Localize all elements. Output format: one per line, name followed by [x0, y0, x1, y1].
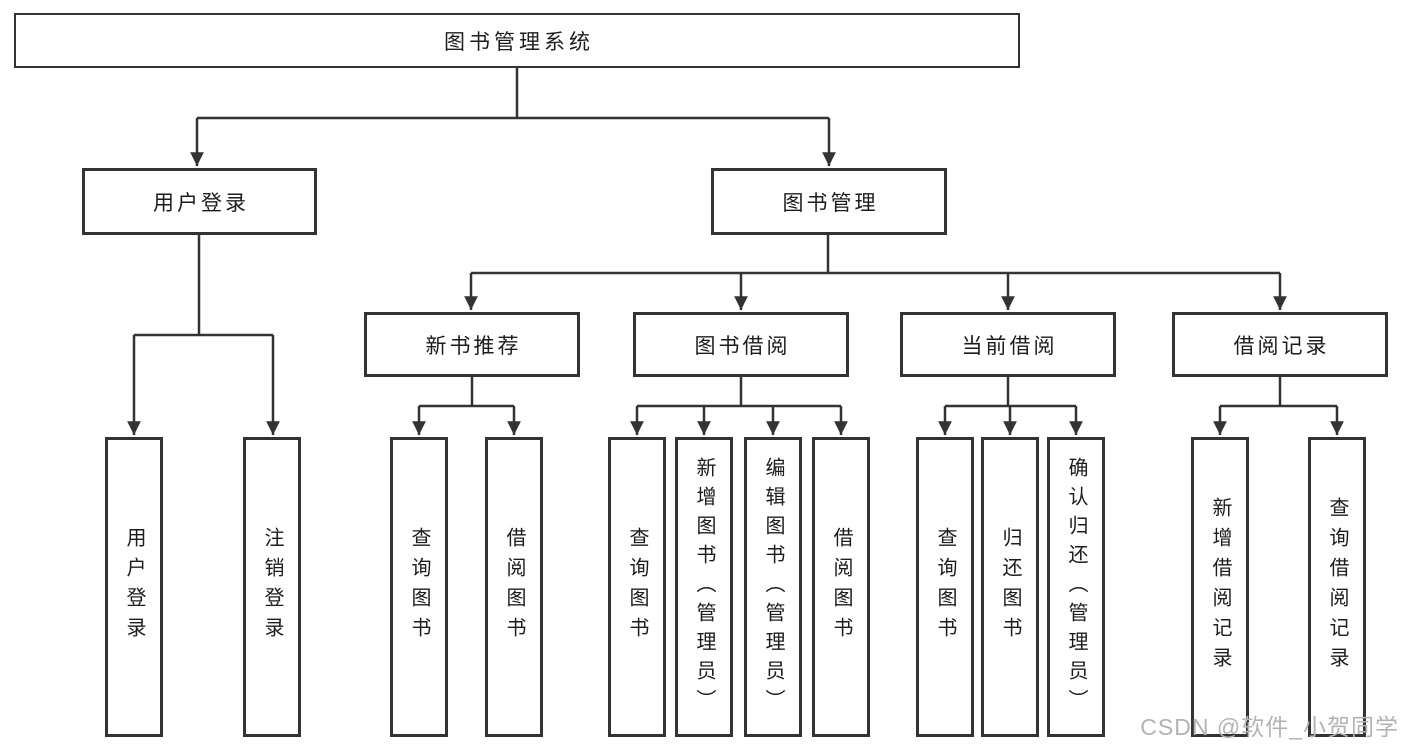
node-borrow-records: 借阅记录 — [1172, 312, 1388, 377]
connector-current-borrow-split — [945, 377, 1076, 408]
connector-borrow-records-split — [1220, 377, 1337, 408]
leaf-bb-borrow-books: 借阅图书 — [812, 437, 870, 737]
leaf-br-add-record: 新增借阅记录 — [1191, 437, 1249, 737]
leaf-user-login: 用户登录 — [105, 437, 163, 737]
connector-book-borrow-split — [637, 377, 841, 408]
leaf-cb-query-books: 查询图书 — [916, 437, 974, 737]
leaf-nb-borrow-books: 借阅图书 — [485, 437, 543, 737]
leaf-bb-query-books: 查询图书 — [608, 437, 666, 737]
leaf-nb-query-books: 查询图书 — [390, 437, 448, 737]
csdn-watermark: CSDN @软件_小贺同学 — [1140, 714, 1399, 740]
node-book-management: 图书管理 — [711, 168, 947, 235]
leaf-cb-return-books: 归还图书 — [981, 437, 1039, 737]
node-book-borrow: 图书借阅 — [633, 312, 849, 377]
node-user-login-branch: 用户登录 — [82, 168, 317, 235]
leaf-br-query-record: 查询借阅记录 — [1308, 437, 1366, 737]
connector-root-split — [197, 68, 829, 120]
connector-user-login-split — [134, 235, 273, 337]
node-new-book-recommend: 新书推荐 — [364, 312, 580, 377]
connector-book-management-split — [471, 235, 1280, 275]
leaf-logout: 注销登录 — [243, 437, 301, 737]
node-current-borrow: 当前借阅 — [900, 312, 1116, 377]
node-library-system: 图书管理系统 — [14, 13, 1020, 68]
leaf-bb-add-books-admin: 新增图书（管理员） — [675, 437, 733, 737]
leaf-cb-confirm-return-admin: 确认归还（管理员） — [1047, 437, 1105, 737]
connector-new-book-split — [419, 377, 514, 408]
leaf-bb-edit-books-admin: 编辑图书（管理员） — [744, 437, 802, 737]
